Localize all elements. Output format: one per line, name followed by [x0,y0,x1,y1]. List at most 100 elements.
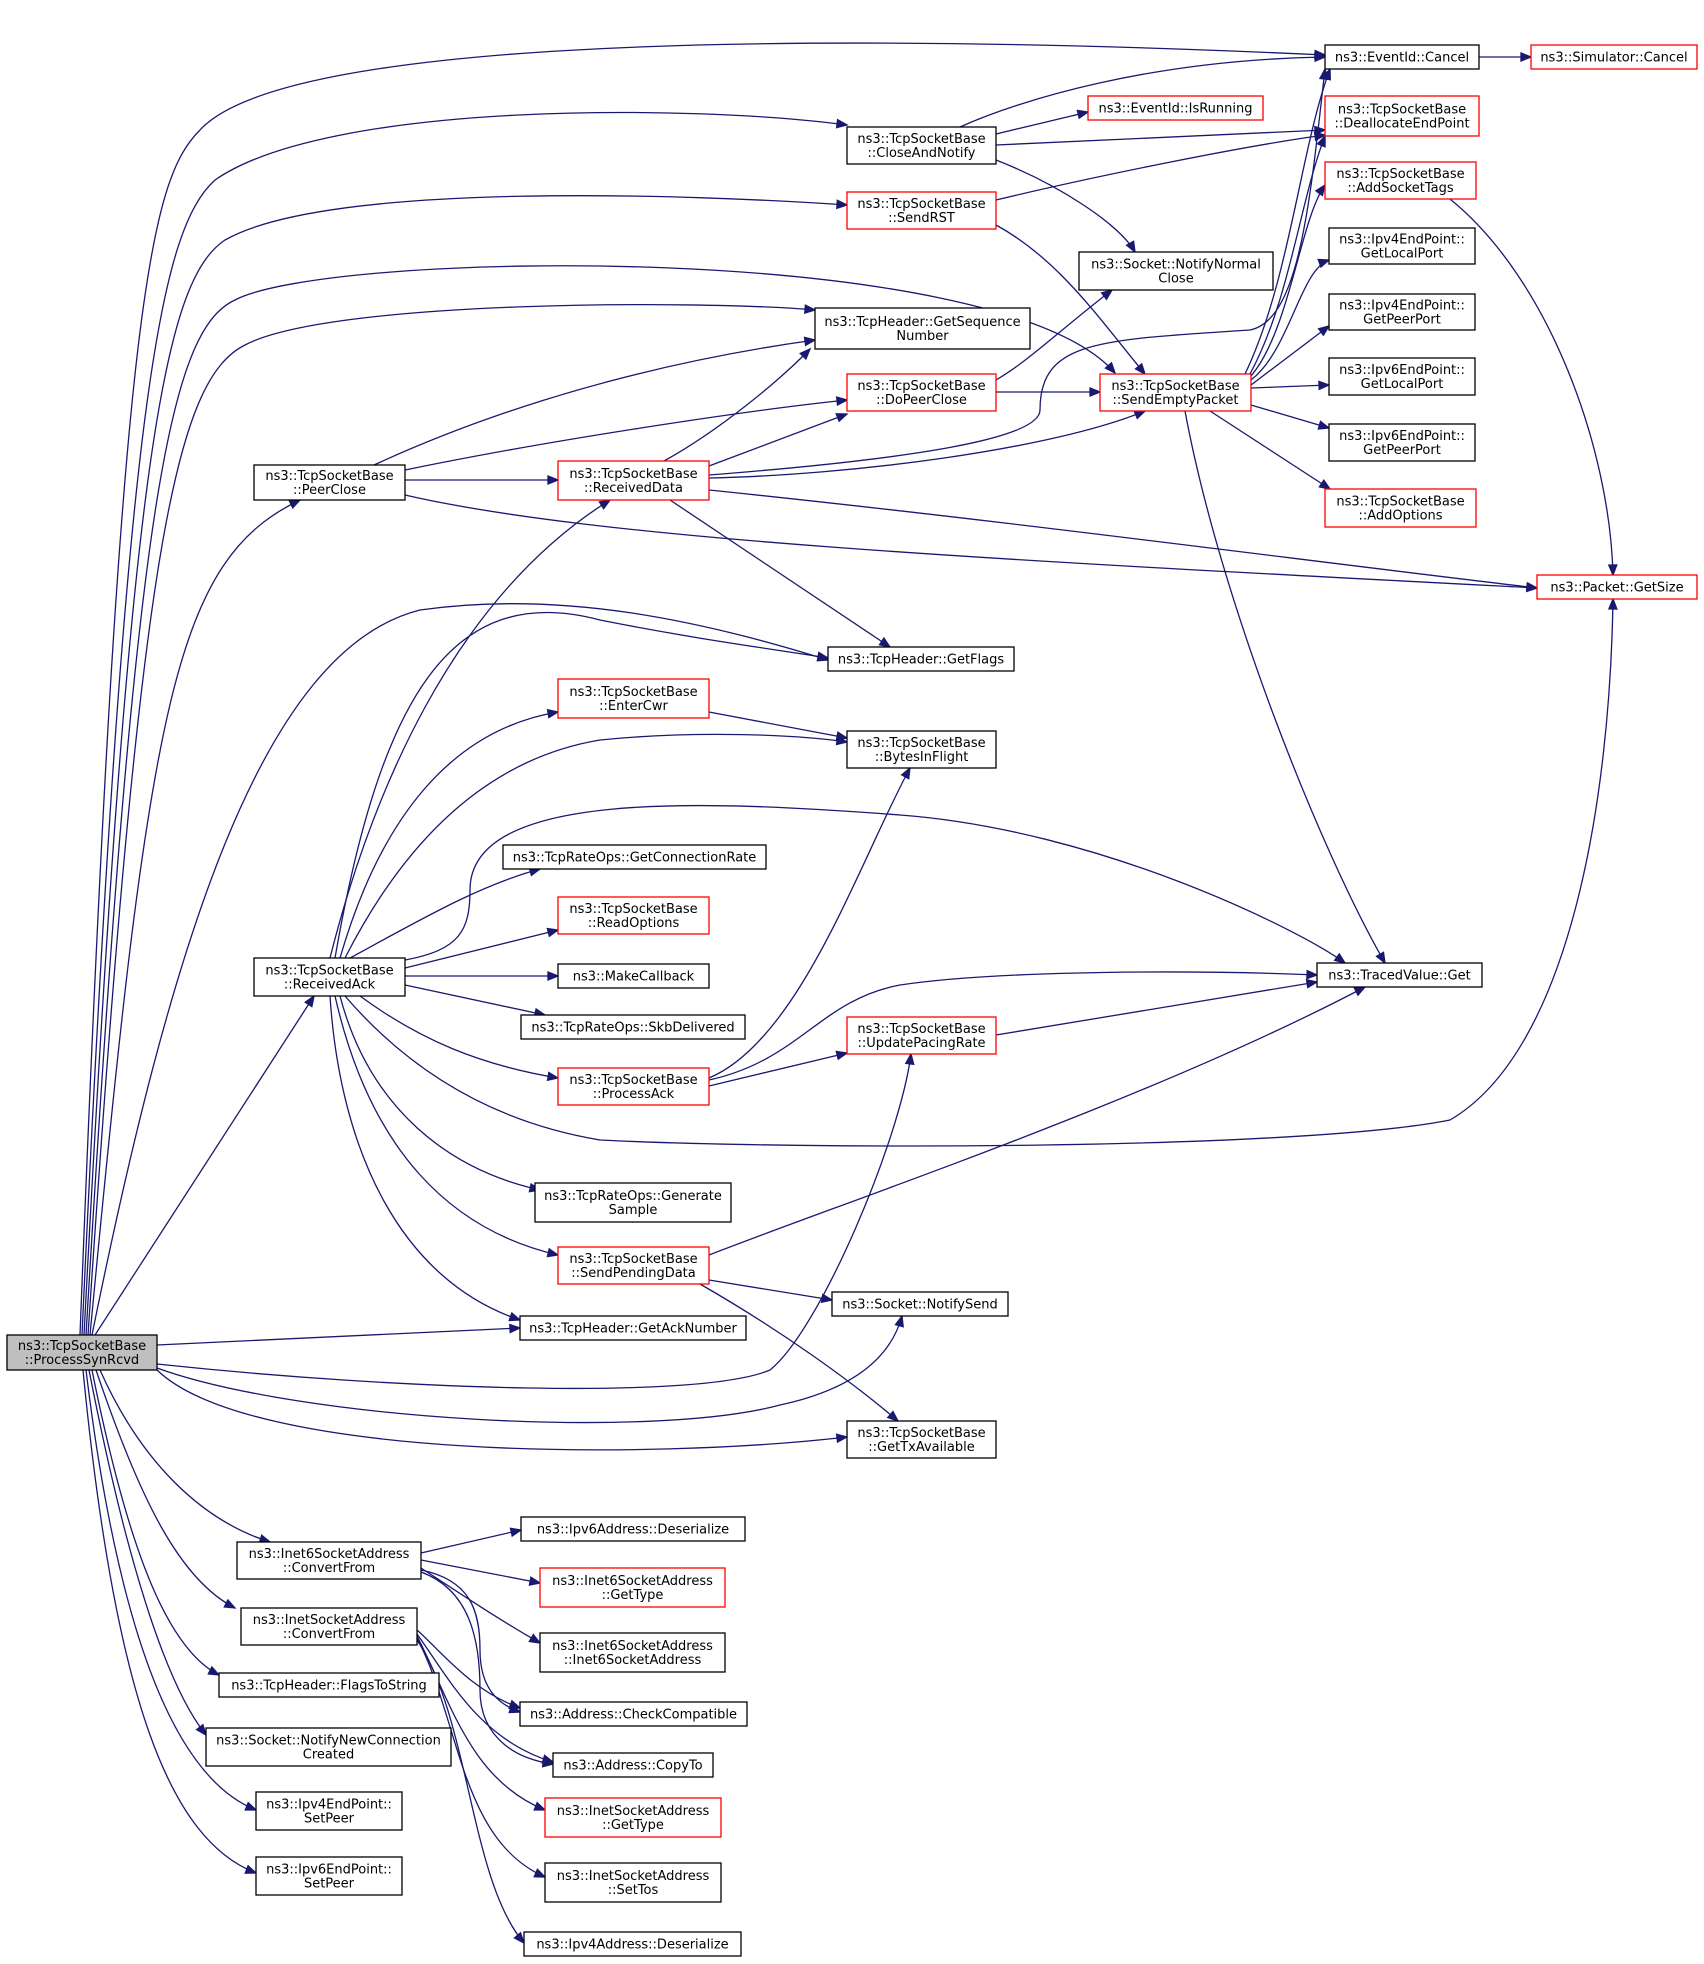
node-label: ns3::TcpSocketBase [265,964,393,979]
node-label: SetPeer [304,1877,355,1892]
edge-recvack-to-getacknum [329,995,522,1322]
node-label: ns3::Address::CheckCompatible [530,1708,737,1723]
node-label: ns3::Socket::NotifyNewConnection [216,1734,441,1749]
node-entercwr[interactable]: ns3::TcpSocketBase::EnterCwr [557,678,710,719]
edge-sendrst-to-sendempty [995,224,1147,376]
node-label: ns3::InetSocketAddress [253,1613,406,1628]
node-box [1324,95,1480,137]
node-connrate[interactable]: ns3::TcpRateOps::GetConnectionRate [502,844,767,870]
node-i6gettype[interactable]: ns3::Inet6SocketAddress::GetType [539,1567,726,1608]
edge-recvack-to-tracedget [404,804,1347,965]
node-closenotify[interactable]: ns3::TcpSocketBase::CloseAndNotify [846,126,997,165]
edge-root-to-newconn [88,1369,208,1737]
node-recvdata[interactable]: ns3::TcpSocketBase::ReceivedData [557,460,710,501]
node-sendrst[interactable]: ns3::TcpSocketBase::SendRST [846,191,997,230]
edge-sendpending-to-tracedget [708,986,1367,1256]
edge-peerclose-to-dopeerclose [404,396,849,471]
node-igettype[interactable]: ns3::InetSocketAddress::GetType [544,1797,722,1838]
node-box [1328,357,1476,396]
node-copyto[interactable]: ns3::Address::CopyTo [552,1752,714,1778]
node-root[interactable]: ns3::TcpSocketBase::ProcessSynRcvd [6,1334,158,1371]
node-label: ns3::TcpSocketBase [1336,495,1464,510]
edge-closenotify-to-normalclose [995,159,1136,254]
node-label: ::Inet6SocketAddress [564,1653,702,1668]
node-sendempty[interactable]: ns3::TcpSocketBase::SendEmptyPacket [1099,373,1252,412]
node-getflags[interactable]: ns3::TcpHeader::GetFlags [827,646,1015,672]
node-v4setpeer[interactable]: ns3::Ipv4EndPoint::SetPeer [255,1791,403,1831]
node-readopts[interactable]: ns3::TcpSocketBase::ReadOptions [557,896,710,935]
edge-root-to-v6setpeer [82,1369,258,1874]
node-v6peer[interactable]: ns3::Ipv6EndPoint::GetPeerPort [1328,423,1476,462]
edge-closenotify-to-isrunning [995,109,1090,135]
edge-sendempty-to-v6local [1250,380,1331,391]
node-dopeerclose[interactable]: ns3::TcpSocketBase::DoPeerClose [846,373,997,412]
edge-recvack-to-getflags [334,611,830,959]
node-box [539,1567,726,1608]
node-box [557,1067,710,1106]
node-box [255,1856,403,1896]
node-getacknum[interactable]: ns3::TcpHeader::GetAckNumber [519,1315,747,1341]
node-tracedget[interactable]: ns3::TracedValue::Get [1316,962,1483,988]
node-v6setpeer[interactable]: ns3::Ipv6EndPoint::SetPeer [255,1856,403,1896]
node-peerclose[interactable]: ns3::TcpSocketBase::PeerClose [253,464,406,501]
edge-recvack-to-skbdeliv [404,984,547,1018]
node-checkcompat[interactable]: ns3::Address::CheckCompatible [519,1701,748,1727]
node-recvack[interactable]: ns3::TcpSocketBase::ReceivedAck [253,957,406,997]
node-box [255,1791,403,1831]
node-addtags[interactable]: ns3::TcpSocketBase::AddSocketTags [1324,161,1477,200]
node-label: ::GetType [602,1818,664,1833]
node-label: ns3::TcpSocketBase [857,1022,985,1037]
node-box [544,1862,722,1903]
edge-entercwr-to-bytesinflight [708,711,849,741]
node-box [557,678,710,719]
node-label: ns3::TcpSocketBase [857,1426,985,1441]
node-getsize[interactable]: ns3::Packet::GetSize [1536,574,1698,600]
node-sendpending[interactable]: ns3::TcpSocketBase::SendPendingData [557,1246,710,1285]
node-cancel[interactable]: ns3::EventId::Cancel [1324,44,1480,70]
node-label: ns3::TcpSocketBase [265,469,393,484]
node-label: ::CloseAndNotify [868,146,976,161]
node-addopts[interactable]: ns3::TcpSocketBase::AddOptions [1324,488,1477,528]
edge-recvack-to-gensample [339,995,542,1193]
edge-cancel-to-simcancel [1479,52,1533,62]
node-i6convert[interactable]: ns3::Inet6SocketAddress::ConvertFrom [236,1541,422,1580]
node-simcancel[interactable]: ns3::Simulator::Cancel [1530,44,1698,70]
node-label: ns3::Ipv6EndPoint:: [266,1863,392,1878]
edge-root-to-closenotify [81,111,849,1336]
node-makecb[interactable]: ns3::MakeCallback [557,963,710,989]
node-box [846,730,997,769]
node-box [1087,95,1264,121]
node-notifysend[interactable]: ns3::Socket::NotifySend [831,1291,1009,1317]
node-label: Sample [609,1203,658,1218]
node-box [6,1334,158,1371]
node-box [519,1701,748,1727]
node-gettxavail[interactable]: ns3::TcpSocketBase::GetTxAvailable [846,1420,997,1459]
node-skbdeliv[interactable]: ns3::TcpRateOps::SkbDelivered [520,1014,746,1040]
edge-i6convert-to-v6deser [420,1527,523,1554]
node-label: ns3::TcpRateOps::SkbDelivered [531,1021,734,1036]
node-v6deser[interactable]: ns3::Ipv6Address::Deserialize [520,1516,746,1542]
node-flagstostr[interactable]: ns3::TcpHeader::FlagsToString [218,1672,440,1698]
node-box [557,896,710,935]
edge-sendempty-to-v6peer [1250,404,1331,430]
node-dealloc[interactable]: ns3::TcpSocketBase::DeallocateEndPoint [1324,95,1480,137]
node-v4peer[interactable]: ns3::Ipv4EndPoint::GetPeerPort [1328,293,1476,331]
node-settos[interactable]: ns3::InetSocketAddress::SetTos [544,1862,722,1903]
node-v6local[interactable]: ns3::Ipv6EndPoint::GetLocalPort [1328,357,1476,396]
node-i6ctor[interactable]: ns3::Inet6SocketAddress::Inet6SocketAddr… [539,1632,726,1673]
node-box [1328,423,1476,462]
node-v4local[interactable]: ns3::Ipv4EndPoint::GetLocalPort [1328,227,1476,265]
node-bytesinflight[interactable]: ns3::TcpSocketBase::BytesInFlight [846,730,997,769]
node-updatepacing[interactable]: ns3::TcpSocketBase::UpdatePacingRate [846,1016,997,1055]
node-processack[interactable]: ns3::TcpSocketBase::ProcessAck [557,1067,710,1106]
node-iconvert[interactable]: ns3::InetSocketAddress::ConvertFrom [240,1607,418,1646]
edge-sendpending-to-notifysend [708,1279,834,1304]
node-v4deser[interactable]: ns3::Ipv4Address::Deserialize [523,1931,742,1957]
node-isrunning[interactable]: ns3::EventId::IsRunning [1087,95,1264,121]
node-box [253,464,406,501]
